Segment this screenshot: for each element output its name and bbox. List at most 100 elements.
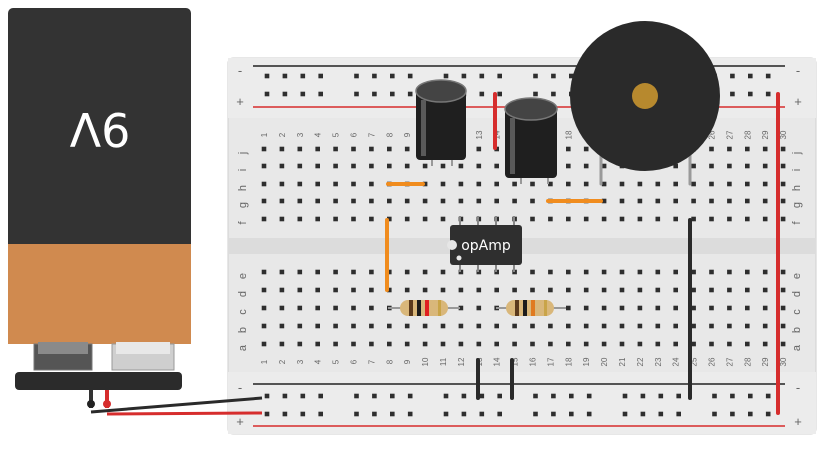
grid-hole[interactable] xyxy=(727,146,732,152)
rail-hole[interactable] xyxy=(282,73,288,79)
grid-hole[interactable] xyxy=(422,163,428,169)
grid-hole[interactable] xyxy=(422,287,428,293)
grid-hole[interactable] xyxy=(583,323,589,329)
grid-hole[interactable] xyxy=(601,269,607,275)
grid-hole[interactable] xyxy=(512,323,517,329)
grid-hole[interactable] xyxy=(261,269,267,275)
grid-hole[interactable] xyxy=(530,341,535,347)
rail-hole[interactable] xyxy=(497,73,502,79)
grid-hole[interactable] xyxy=(691,181,696,187)
grid-hole[interactable] xyxy=(709,216,714,222)
grid-hole[interactable] xyxy=(709,323,714,329)
grid-hole[interactable] xyxy=(476,181,482,187)
rail-hole[interactable] xyxy=(354,91,359,97)
rail-hole[interactable] xyxy=(390,73,395,79)
grid-hole[interactable] xyxy=(458,287,464,293)
grid-hole[interactable] xyxy=(780,216,786,222)
grid-hole[interactable] xyxy=(691,163,696,169)
grid-hole[interactable] xyxy=(333,341,338,347)
rail-hole[interactable] xyxy=(282,91,288,97)
rail-hole[interactable] xyxy=(658,411,664,417)
grid-hole[interactable] xyxy=(279,181,285,187)
grid-hole[interactable] xyxy=(404,216,410,222)
rail-hole[interactable] xyxy=(748,73,753,79)
grid-hole[interactable] xyxy=(476,341,482,347)
rail-hole[interactable] xyxy=(765,73,771,79)
grid-hole[interactable] xyxy=(458,323,464,329)
rail-hole[interactable] xyxy=(551,73,556,79)
grid-hole[interactable] xyxy=(691,323,696,329)
grid-hole[interactable] xyxy=(637,341,643,347)
grid-hole[interactable] xyxy=(387,163,392,169)
grid-hole[interactable] xyxy=(530,181,535,187)
rail-hole[interactable] xyxy=(533,393,538,399)
grid-hole[interactable] xyxy=(315,323,320,329)
grid-hole[interactable] xyxy=(619,341,625,347)
grid-hole[interactable] xyxy=(387,287,392,293)
grid-hole[interactable] xyxy=(279,287,285,293)
grid-hole[interactable] xyxy=(691,305,696,311)
grid-hole[interactable] xyxy=(745,198,750,204)
grid-hole[interactable] xyxy=(297,181,303,187)
grid-hole[interactable] xyxy=(351,305,356,311)
rail-hole[interactable] xyxy=(407,91,413,97)
grid-hole[interactable] xyxy=(637,198,643,204)
rail-hole[interactable] xyxy=(640,393,646,399)
rail-hole[interactable] xyxy=(765,393,771,399)
grid-hole[interactable] xyxy=(673,287,678,293)
rail-hole[interactable] xyxy=(479,91,485,97)
grid-hole[interactable] xyxy=(601,181,607,187)
rail-hole[interactable] xyxy=(372,393,377,399)
grid-hole[interactable] xyxy=(637,269,643,275)
grid-hole[interactable] xyxy=(387,146,392,152)
grid-hole[interactable] xyxy=(440,181,446,187)
battery-lead-red[interactable] xyxy=(106,411,263,416)
grid-hole[interactable] xyxy=(494,181,499,187)
grid-hole[interactable] xyxy=(762,323,768,329)
rail-hole[interactable] xyxy=(407,73,413,79)
grid-hole[interactable] xyxy=(619,198,625,204)
grid-hole[interactable] xyxy=(655,323,661,329)
rail-hole[interactable] xyxy=(765,411,771,417)
grid-hole[interactable] xyxy=(261,323,267,329)
grid-hole[interactable] xyxy=(458,341,464,347)
rail-hole[interactable] xyxy=(748,91,753,97)
grid-hole[interactable] xyxy=(440,287,446,293)
rail-hole[interactable] xyxy=(479,73,485,79)
grid-hole[interactable] xyxy=(745,305,750,311)
grid-hole[interactable] xyxy=(727,216,732,222)
grid-hole[interactable] xyxy=(673,216,678,222)
grid-hole[interactable] xyxy=(315,198,320,204)
grid-hole[interactable] xyxy=(637,216,643,222)
grid-hole[interactable] xyxy=(637,287,643,293)
grid-hole[interactable] xyxy=(333,181,338,187)
grid-hole[interactable] xyxy=(619,305,625,311)
grid-hole[interactable] xyxy=(727,341,732,347)
grid-hole[interactable] xyxy=(512,287,517,293)
grid-hole[interactable] xyxy=(691,341,696,347)
grid-hole[interactable] xyxy=(369,146,374,152)
grid-hole[interactable] xyxy=(351,198,356,204)
grid-hole[interactable] xyxy=(762,163,768,169)
rail-hole[interactable] xyxy=(282,393,288,399)
grid-hole[interactable] xyxy=(583,216,589,222)
rail-hole[interactable] xyxy=(730,411,735,417)
grid-hole[interactable] xyxy=(458,181,464,187)
grid-hole[interactable] xyxy=(566,216,571,222)
grid-hole[interactable] xyxy=(673,269,678,275)
grid-hole[interactable] xyxy=(745,181,750,187)
grid-hole[interactable] xyxy=(387,198,392,204)
battery-lead-black[interactable] xyxy=(90,396,263,414)
grid-hole[interactable] xyxy=(261,198,267,204)
grid-hole[interactable] xyxy=(583,163,589,169)
grid-hole[interactable] xyxy=(566,323,571,329)
grid-hole[interactable] xyxy=(476,163,482,169)
grid-hole[interactable] xyxy=(333,305,338,311)
grid-hole[interactable] xyxy=(601,163,607,169)
grid-hole[interactable] xyxy=(422,216,428,222)
grid-hole[interactable] xyxy=(727,305,732,311)
grid-hole[interactable] xyxy=(333,287,338,293)
grid-hole[interactable] xyxy=(512,181,517,187)
rail-hole[interactable] xyxy=(318,73,323,79)
grid-hole[interactable] xyxy=(691,216,696,222)
